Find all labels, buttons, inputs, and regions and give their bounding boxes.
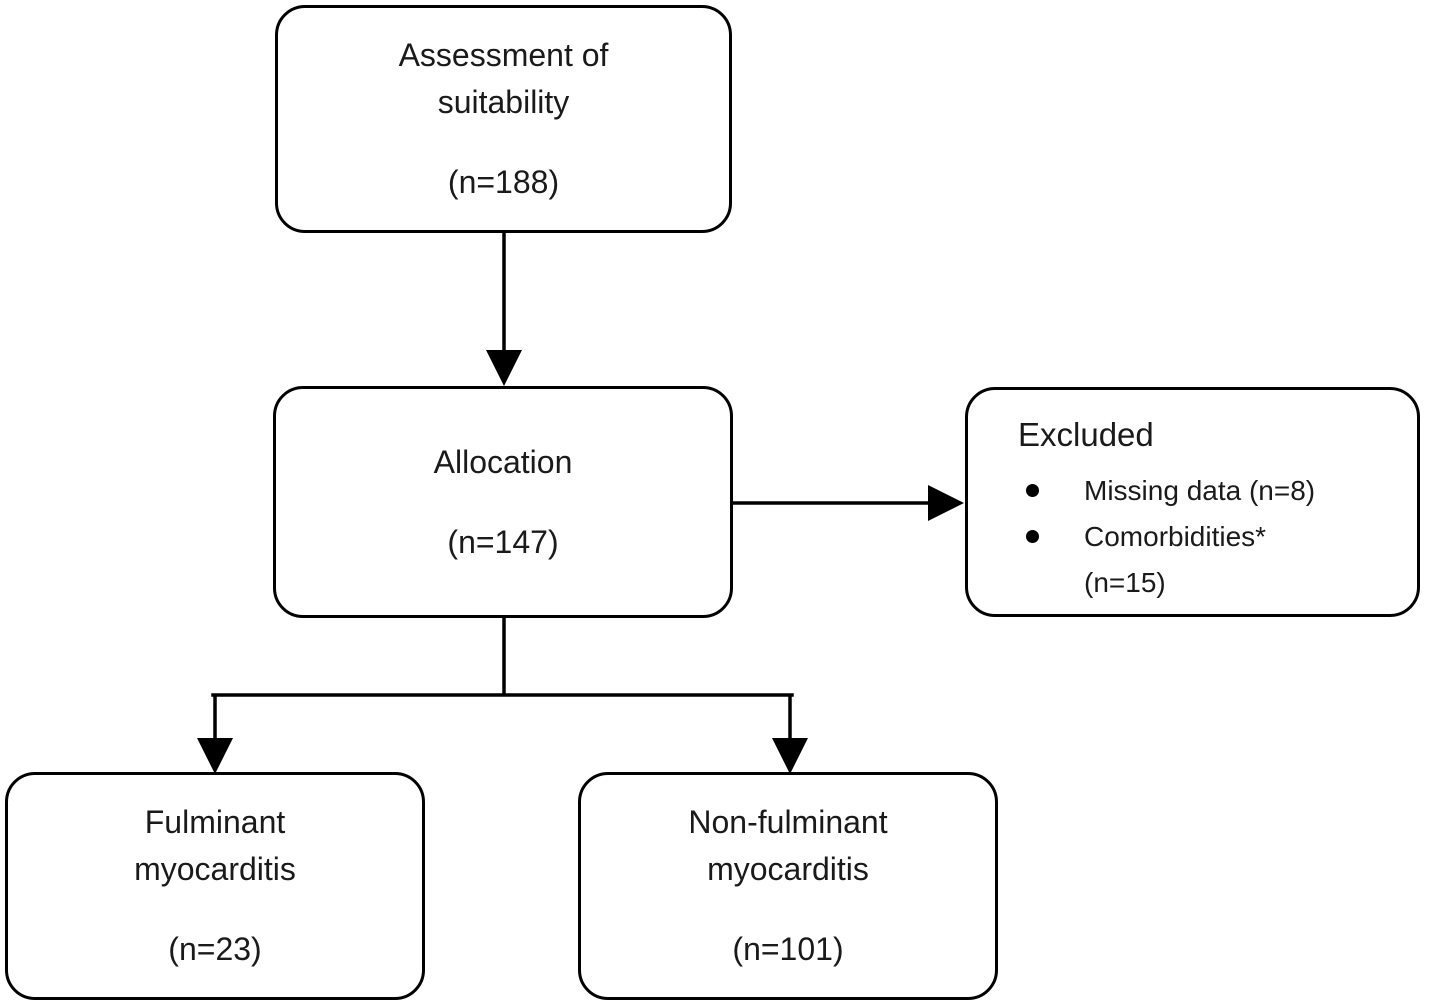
node-count: (n=101) bbox=[732, 931, 844, 967]
node-count: (n=188) bbox=[447, 164, 560, 200]
node-count: (n=147) bbox=[447, 523, 559, 560]
bullet-icon bbox=[1018, 514, 1084, 543]
arrow-allocation-to-excluded bbox=[733, 485, 964, 521]
node-assessment: Assessment of suitability (n=188) bbox=[275, 5, 732, 233]
node-label: Assessment of bbox=[398, 37, 609, 73]
node-label: Non-fulminant bbox=[688, 804, 888, 840]
node-label: Fulminant bbox=[144, 804, 286, 840]
bullet-text-line: (n=15) bbox=[1084, 567, 1166, 598]
node-label: myocarditis bbox=[707, 851, 869, 887]
connector-allocation-branch bbox=[211, 618, 794, 697]
arrow-to-fulminant bbox=[197, 695, 233, 774]
bullet-text-line: Missing data (n=8) bbox=[1084, 475, 1316, 506]
node-fulminant: Fulminant myocarditis (n=23) bbox=[5, 772, 425, 1000]
excluded-bullet-item: Missing data (n=8) bbox=[1018, 468, 1315, 514]
bullet-text-line: Comorbidities* bbox=[1084, 521, 1267, 552]
bullet-icon bbox=[1018, 468, 1084, 497]
node-allocation: Allocation (n=147) bbox=[273, 386, 733, 618]
arrow-to-non-fulminant bbox=[772, 695, 808, 774]
arrow-assessment-to-allocation bbox=[486, 233, 522, 386]
node-excluded: Excluded Missing data (n=8) Comorbiditie… bbox=[965, 387, 1420, 617]
excluded-title: Excluded bbox=[1018, 416, 1154, 453]
node-label: Allocation bbox=[433, 443, 573, 480]
excluded-bullet-item: Comorbidities* (n=15) bbox=[1018, 514, 1266, 606]
node-non-fulminant: Non-fulminant myocarditis (n=101) bbox=[578, 772, 998, 1000]
node-label: suitability bbox=[437, 84, 570, 120]
node-count: (n=23) bbox=[168, 931, 262, 967]
node-label: myocarditis bbox=[134, 851, 296, 887]
